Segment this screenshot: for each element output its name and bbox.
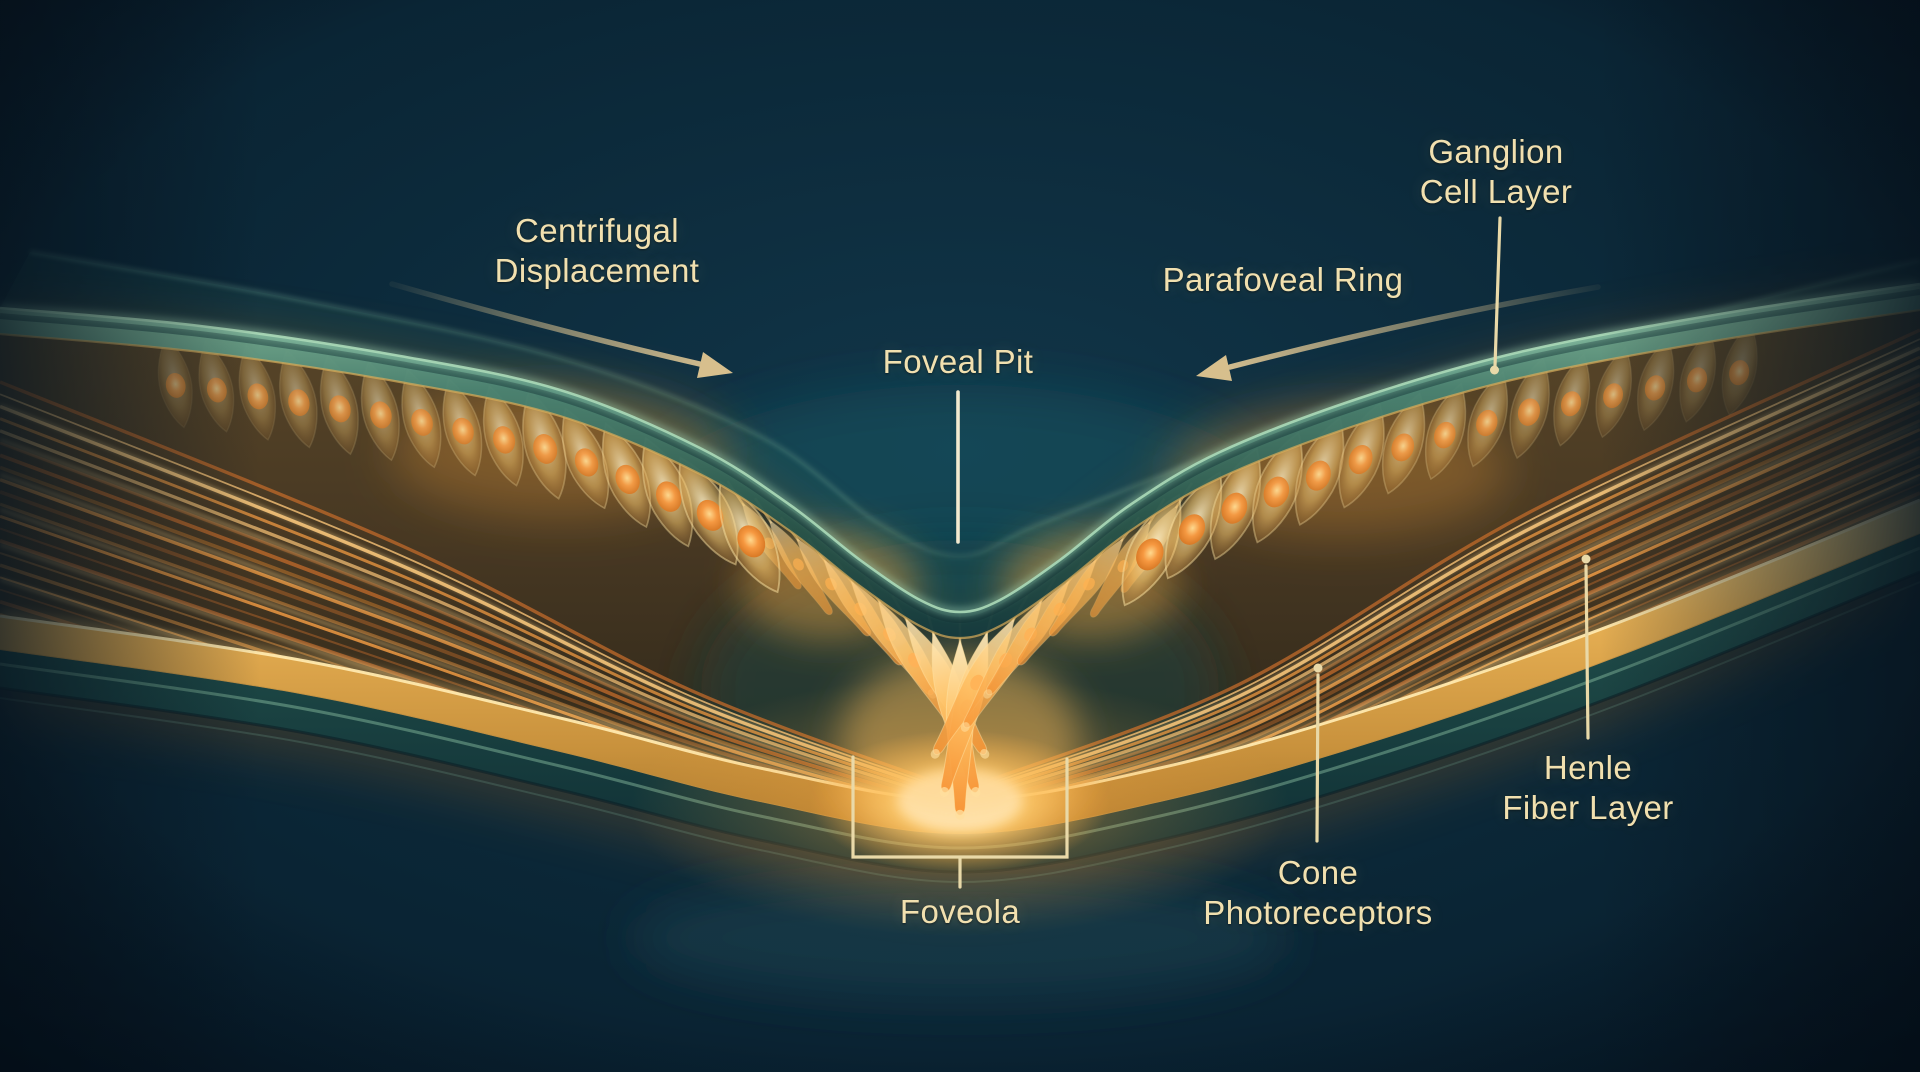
label-line: Foveal Pit: [882, 342, 1034, 380]
cone-leader-dot: [1313, 663, 1323, 673]
label-line: Parafoveal Ring: [1162, 260, 1404, 298]
label-line: Displacement: [494, 252, 700, 289]
label-ganglion-cell-layer: Ganglion Cell Layer: [1420, 132, 1573, 213]
cone-leader-line: [1315, 673, 1320, 843]
parafoveal-arrow-shaft: [1227, 284, 1601, 370]
ganglion-leader-dot: [1490, 365, 1499, 375]
label-line: Cone: [1277, 853, 1359, 891]
centrifugal-arrow-shaft: [389, 281, 707, 368]
label-line: Photoreceptors: [1203, 894, 1433, 931]
label-line: Cell Layer: [1419, 173, 1573, 210]
label-line: Centrifugal: [515, 211, 679, 249]
parafoveal-arrow-head: [1196, 355, 1232, 381]
label-line: Ganglion: [1428, 132, 1564, 170]
label-foveal-pit: Foveal Pit: [883, 342, 1034, 382]
label-line: Foveola: [899, 892, 1021, 930]
label-centrifugal-displacement: Centrifugal Displacement: [495, 211, 700, 292]
foveola-bracket: [851, 755, 1069, 889]
label-line: Henle: [1543, 748, 1633, 786]
label-foveola: Foveola: [900, 892, 1020, 932]
label-parafoveal-ring: Parafoveal Ring: [1163, 260, 1404, 300]
label-cone-photoreceptors: Cone Photoreceptors: [1203, 853, 1432, 934]
annotation-lines: [389, 216, 1601, 889]
ganglion-leader-line: [1493, 216, 1502, 368]
label-line: Fiber Layer: [1502, 789, 1674, 826]
centrifugal-arrow-head: [697, 352, 733, 378]
henle-leader-line: [1584, 564, 1590, 740]
henle-leader-dot: [1581, 554, 1591, 564]
label-henle-fiber-layer: Henle Fiber Layer: [1502, 748, 1673, 829]
